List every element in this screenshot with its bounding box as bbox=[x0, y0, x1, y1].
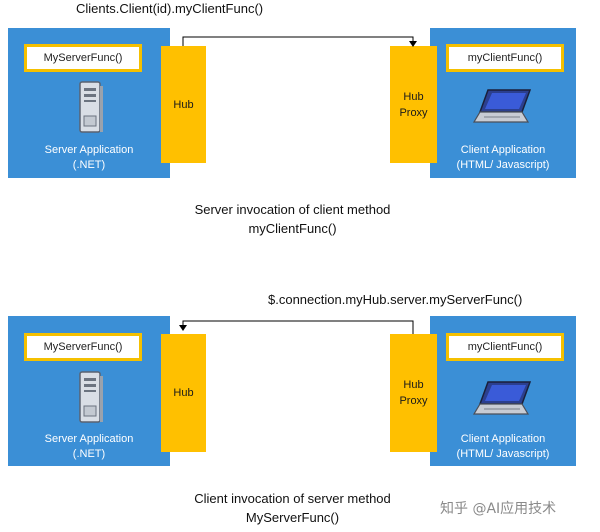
bottom-client-label: Client Application (HTML/ Javascript) bbox=[430, 432, 576, 462]
bottom-proxy-label-line2: Proxy bbox=[399, 395, 428, 407]
top-caption: Server invocation of client method myCli… bbox=[160, 200, 425, 238]
bottom-server-label-line1: Server Application bbox=[44, 433, 134, 445]
top-server-func: MyServerFunc() bbox=[24, 44, 142, 72]
top-hub-proxy-bar: Hub Proxy bbox=[390, 46, 437, 163]
bottom-hub-proxy-bar: Hub Proxy bbox=[390, 334, 437, 452]
top-server-label: Server Application (.NET) bbox=[8, 143, 170, 173]
top-client-label-line1: Client Application bbox=[460, 144, 546, 156]
top-server-label-line1: Server Application bbox=[44, 144, 134, 156]
laptop-icon bbox=[472, 89, 532, 123]
bottom-call-code: $.connection.myHub.server.myServerFunc() bbox=[268, 292, 523, 307]
top-hub-bar: Hub bbox=[161, 46, 206, 163]
bottom-hub-label: Hub bbox=[173, 387, 194, 399]
bottom-hub-bar: Hub bbox=[161, 334, 206, 452]
top-client-label-line2: (HTML/ Javascript) bbox=[456, 159, 550, 171]
top-call-arrow bbox=[182, 36, 417, 47]
bottom-caption-line2: MyServerFunc() bbox=[245, 510, 340, 525]
server-icon bbox=[79, 81, 103, 133]
server-icon bbox=[79, 371, 103, 423]
top-hub-label: Hub bbox=[173, 98, 194, 111]
bottom-proxy-label-line1: Hub bbox=[403, 379, 424, 391]
bottom-server-func: MyServerFunc() bbox=[24, 333, 142, 361]
top-client-func: myClientFunc() bbox=[446, 44, 564, 72]
laptop-icon bbox=[472, 381, 532, 415]
bottom-server-label-line2: (.NET) bbox=[72, 448, 106, 460]
top-call-code: Clients.Client(id).myClientFunc() bbox=[76, 1, 264, 16]
top-caption-line2: myClientFunc() bbox=[248, 221, 337, 236]
bottom-caption: Client invocation of server method MySer… bbox=[160, 489, 425, 527]
bottom-client-label-line1: Client Application bbox=[460, 433, 546, 445]
watermark: 知乎 @AI应用技术 bbox=[440, 501, 557, 517]
bottom-client-func: myClientFunc() bbox=[446, 333, 564, 361]
bottom-call-arrow bbox=[179, 320, 414, 334]
bottom-server-label: Server Application (.NET) bbox=[8, 432, 170, 462]
top-proxy-label-line2: Proxy bbox=[399, 106, 428, 119]
top-caption-line1: Server invocation of client method bbox=[194, 202, 391, 217]
top-server-label-line2: (.NET) bbox=[72, 159, 106, 171]
bottom-caption-line1: Client invocation of server method bbox=[194, 491, 391, 506]
top-proxy-label-line1: Hub bbox=[403, 90, 424, 103]
bottom-client-label-line2: (HTML/ Javascript) bbox=[456, 448, 550, 460]
top-client-label: Client Application (HTML/ Javascript) bbox=[430, 143, 576, 173]
